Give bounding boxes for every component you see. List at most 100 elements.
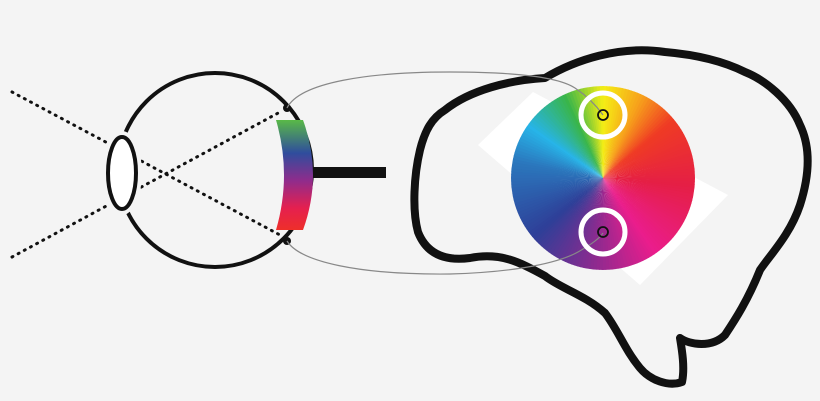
wheel-sector	[564, 89, 603, 178]
wheel-sector	[603, 161, 695, 178]
wheel-sector	[525, 178, 603, 237]
wheel-sector	[511, 178, 603, 201]
wheel-sector	[603, 101, 663, 178]
wheel-sector	[603, 178, 674, 245]
wheel-sector	[603, 174, 695, 179]
wheel-sector	[554, 178, 603, 262]
wheel-sector	[516, 135, 603, 178]
light-rays	[10, 90, 282, 259]
wheel-sector	[557, 178, 603, 264]
wheel-sector	[603, 171, 695, 178]
wheel-sector	[538, 178, 603, 251]
wheel-sector	[583, 86, 603, 178]
wheel-sector	[603, 168, 695, 178]
wheel-sector	[603, 178, 669, 250]
wheel-sector	[528, 116, 603, 178]
wheel-sector	[561, 90, 603, 178]
wheel-sector	[603, 178, 633, 270]
wheel-sector	[603, 136, 691, 178]
wheel-sector	[603, 105, 668, 178]
wheel-sector	[603, 178, 672, 247]
wheel-sector	[603, 178, 678, 240]
wheel-sector	[520, 127, 603, 178]
wheel-sector	[522, 124, 603, 178]
wheel-sector	[541, 178, 603, 253]
wheel-sector	[511, 178, 603, 188]
wheel-sector	[603, 178, 682, 235]
wheel-sector	[531, 178, 603, 244]
wheel-sector	[586, 86, 603, 178]
wheel-sector	[603, 97, 657, 178]
wheel-sector	[526, 118, 603, 178]
wheel-sector	[523, 178, 603, 234]
wheel-sector	[603, 122, 683, 178]
wheel-sector	[603, 178, 689, 224]
wheel-sector	[603, 145, 694, 178]
wheel-sector	[596, 86, 603, 178]
wheel-sector	[537, 106, 603, 178]
wheel-sector	[518, 178, 603, 226]
wheel-sector	[603, 178, 657, 259]
wheel-sector	[511, 178, 603, 195]
wheel-sector	[603, 178, 667, 252]
wheel-sector	[546, 178, 603, 257]
wheel-sector	[539, 104, 603, 178]
wheel-sector	[549, 97, 603, 178]
wheel-sector	[603, 178, 630, 270]
wheel-sector	[603, 178, 662, 256]
wheel-sector	[603, 124, 684, 178]
wheel-sector	[520, 178, 603, 229]
retina-spectrum	[276, 120, 313, 230]
wheel-sector	[513, 178, 603, 214]
wheel-sector	[603, 119, 681, 178]
wheel-sector	[603, 107, 670, 178]
ray-top	[10, 90, 282, 237]
wheel-sector	[603, 178, 651, 263]
wheel-sector	[512, 178, 603, 211]
wheel-sector	[603, 178, 680, 238]
wheel-sector	[603, 116, 679, 178]
wheel-sector	[603, 91, 646, 178]
wheel-sector	[549, 178, 603, 259]
wheel-sector	[552, 95, 603, 178]
lens	[106, 135, 138, 211]
wheel-sector	[603, 155, 695, 178]
wheel-sector	[603, 178, 610, 270]
wheel-sector	[511, 178, 603, 205]
wheel-sector	[603, 92, 649, 178]
wheel-sector	[599, 86, 604, 178]
brain-outline	[410, 46, 812, 388]
wheel-sector	[543, 178, 603, 255]
wheel-sector	[541, 102, 603, 178]
wheel-sector	[530, 113, 603, 178]
wheel-sector	[603, 112, 675, 178]
wheel-sector	[603, 178, 636, 269]
wheel-sector	[603, 114, 677, 178]
wheel-sector	[603, 139, 692, 178]
wheel-sector	[511, 178, 603, 192]
wheel-sector	[544, 100, 603, 178]
wheel-sector	[603, 178, 687, 227]
wheel-sector	[603, 178, 684, 232]
wheel-marker-top	[578, 90, 628, 140]
wheel-sector	[589, 86, 603, 178]
wheel-sector	[514, 178, 603, 217]
ray-bottom	[10, 110, 282, 259]
wheel-sector	[603, 158, 695, 178]
wheel-sector	[532, 111, 603, 178]
wheel-sector	[603, 95, 654, 178]
wheel-sector	[534, 109, 603, 178]
wheel-sector	[529, 178, 603, 242]
wheel-sector	[515, 178, 603, 220]
wheel-sector	[555, 93, 603, 178]
wheel-sector	[547, 98, 603, 178]
wheel-sector	[603, 148, 695, 178]
wheel-marker-bottom	[578, 207, 628, 257]
wheel-sector	[603, 109, 672, 178]
wheel-sector	[511, 177, 603, 182]
eyeball	[116, 71, 314, 269]
wheel-sector	[527, 178, 603, 240]
color-wheel	[511, 86, 695, 270]
wheel-sector	[603, 130, 688, 178]
